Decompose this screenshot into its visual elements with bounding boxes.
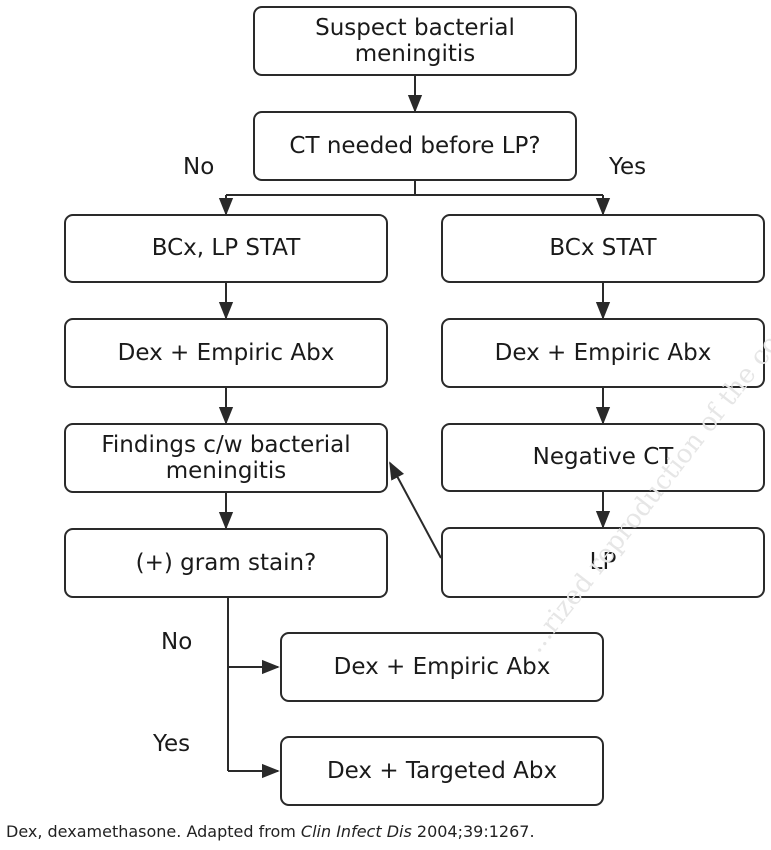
arrow-lp-to-findings bbox=[389, 461, 442, 559]
label-gram-yes: Yes bbox=[153, 731, 191, 757]
node-left-dex-empiric-text: Dex + Empiric Abx bbox=[117, 339, 335, 366]
node-suspect-text: Suspect bacterial meningitis bbox=[315, 14, 515, 67]
node-left-dex-empiric: Dex + Empiric Abx bbox=[64, 318, 388, 388]
node-right-dex-empiric: Dex + Empiric Abx bbox=[441, 318, 765, 388]
node-bcx-stat-text: BCx STAT bbox=[549, 235, 657, 262]
node-findings-text: Findings c/w bacterial meningitis bbox=[101, 431, 351, 484]
node-bcx-lp-stat: BCx, LP STAT bbox=[64, 214, 388, 283]
node-gram-stain: (+) gram stain? bbox=[64, 528, 388, 598]
node-final-dex-empiric-text: Dex + Empiric Abx bbox=[333, 653, 551, 680]
label-ct-yes: Yes bbox=[609, 154, 647, 180]
node-final-dex-targeted: Dex + Targeted Abx bbox=[280, 736, 604, 806]
caption-suffix: 2004;39:1267. bbox=[411, 822, 535, 841]
caption-journal: Clin Infect Dis bbox=[300, 822, 412, 841]
node-ct-needed: CT needed before LP? bbox=[253, 111, 577, 181]
label-gram-no: No bbox=[161, 629, 193, 655]
figure-caption: Dex, dexamethasone. Adapted from Clin In… bbox=[6, 822, 535, 841]
node-suspect-bacterial-meningitis: Suspect bacterial meningitis bbox=[253, 6, 577, 76]
node-final-dex-empiric: Dex + Empiric Abx bbox=[280, 632, 604, 702]
node-ct-needed-text: CT needed before LP? bbox=[289, 132, 541, 159]
node-gram-stain-text: (+) gram stain? bbox=[135, 549, 317, 576]
node-negative-ct-text: Negative CT bbox=[532, 444, 674, 471]
node-bcx-lp-stat-text: BCx, LP STAT bbox=[151, 235, 301, 262]
node-bcx-stat: BCx STAT bbox=[441, 214, 765, 283]
node-lp-text: LP bbox=[589, 549, 617, 576]
node-negative-ct: Negative CT bbox=[441, 423, 765, 492]
node-findings-bacterial-meningitis: Findings c/w bacterial meningitis bbox=[64, 423, 388, 493]
label-ct-no: No bbox=[183, 154, 215, 180]
node-final-dex-targeted-text: Dex + Targeted Abx bbox=[326, 757, 558, 784]
caption-prefix: Dex, dexamethasone. Adapted from bbox=[6, 822, 301, 841]
node-right-dex-empiric-text: Dex + Empiric Abx bbox=[494, 339, 712, 366]
node-lp: LP bbox=[441, 527, 765, 598]
